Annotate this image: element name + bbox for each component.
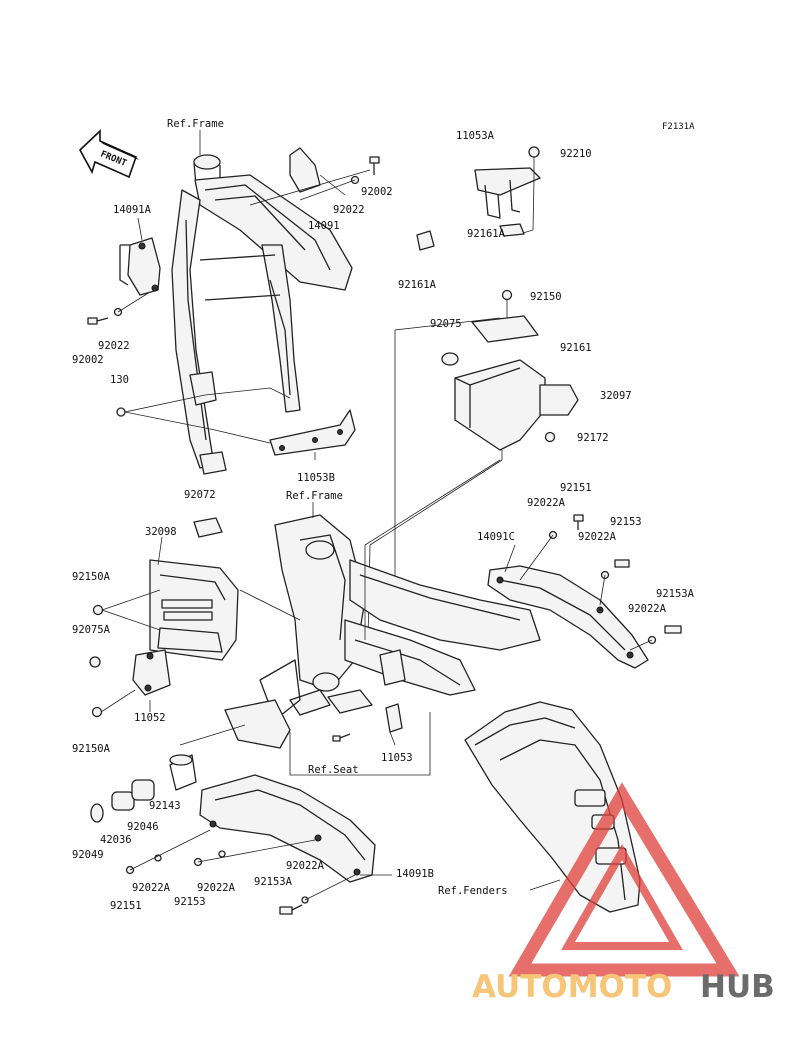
watermark-brand-part2: HUB xyxy=(700,969,775,1005)
label-92153: 92153 xyxy=(610,516,642,528)
bolt-92150a-bottom-icon xyxy=(91,706,103,718)
label-32097: 32097 xyxy=(600,390,632,402)
bolt-92153-right-icon xyxy=(614,559,630,568)
bolt-92151-top-icon xyxy=(573,514,584,530)
label-14091: 14091 xyxy=(308,220,340,232)
label-92153a-lower: 92153A xyxy=(254,876,293,888)
label-92022a-4: 92022A xyxy=(286,860,325,872)
label-92153-bottom: 92153 xyxy=(174,896,206,908)
fender-strut-14091c-drawing xyxy=(487,514,682,669)
label-92002-top: 92002 xyxy=(361,186,393,198)
label-92075: 92075 xyxy=(430,318,462,330)
bolt-92153a-right-icon xyxy=(664,625,682,634)
label-92150a-bottom: 92150A xyxy=(72,743,111,755)
grommet-92075a-icon xyxy=(89,656,101,668)
label-92022a-1: 92022A xyxy=(527,497,566,509)
label-92022a-5: 92022A xyxy=(132,882,171,894)
label-11052: 11052 xyxy=(134,712,166,724)
label-92150a-top: 92150A xyxy=(72,571,111,583)
label-11053a: 11053A xyxy=(456,130,495,142)
battery-case-32097-drawing xyxy=(367,289,579,641)
frame-upper-drawing xyxy=(87,130,380,475)
label-11053b: 11053B xyxy=(297,472,335,484)
label-92022-top: 92022 xyxy=(333,204,365,216)
bolt-92002-left-icon xyxy=(87,317,109,325)
label-92075a: 92075A xyxy=(72,624,111,636)
label-42036: 42036 xyxy=(100,834,132,846)
label-92153a-right: 92153A xyxy=(656,588,695,600)
label-92022-left: 92022 xyxy=(98,340,130,352)
bolt-92150a-top-icon xyxy=(92,604,104,616)
label-92002-left: 92002 xyxy=(72,354,104,366)
label-14091a: 14091A xyxy=(113,204,152,216)
bolt-ref-seat-icon xyxy=(332,733,351,742)
label-92143: 92143 xyxy=(149,800,181,812)
label-14091b: 14091B xyxy=(396,868,434,880)
label-92172: 92172 xyxy=(577,432,609,444)
nut-92210-icon xyxy=(528,146,540,158)
label-92022a-2: 92022A xyxy=(578,531,617,543)
watermark-logo: AUTOMOTO HUB xyxy=(472,782,775,1005)
label-ref-fenders: Ref.Fenders xyxy=(438,885,508,897)
label-ref-seat: Ref.Seat xyxy=(308,764,359,776)
label-92210: 92210 xyxy=(560,148,592,160)
front-arrow-icon: FRONT xyxy=(79,129,139,179)
label-92151-top: 92151 xyxy=(560,482,592,494)
fender-strut-14091b-drawing xyxy=(90,724,392,915)
side-cover-32098-drawing xyxy=(89,517,301,718)
watermark-brand-part1: AUTOMOTO xyxy=(472,969,672,1005)
frame-rear-drawing xyxy=(224,459,541,776)
label-ref-frame-mid: Ref.Frame xyxy=(286,490,343,502)
label-92049: 92049 xyxy=(72,849,104,861)
bolt-92002-top-icon xyxy=(369,156,380,175)
label-92161a-left: 92161A xyxy=(398,279,437,291)
diagram-code: F2131A xyxy=(662,122,695,132)
label-32098: 32098 xyxy=(145,526,177,538)
label-92161: 92161 xyxy=(560,342,592,354)
label-14091c: 14091C xyxy=(477,531,515,543)
label-92022a-6: 92022A xyxy=(197,882,236,894)
label-92046: 92046 xyxy=(127,821,159,833)
label-ref-frame-top: Ref.Frame xyxy=(167,118,224,130)
bracket-11053a-drawing xyxy=(416,146,541,251)
bolt-92153a-lower-icon xyxy=(279,904,303,915)
bolt-130-icon xyxy=(116,407,126,417)
label-11053: 11053 xyxy=(381,752,413,764)
label-130: 130 xyxy=(110,374,129,386)
label-92150: 92150 xyxy=(530,291,562,303)
label-92072: 92072 xyxy=(184,489,216,501)
label-92161a-right: 92161A xyxy=(467,228,506,240)
part-labels: Ref.Frame 11053A 92210 92002 92022 14091… xyxy=(72,118,695,912)
label-92151-bottom: 92151 xyxy=(110,900,142,912)
label-92022a-3: 92022A xyxy=(628,603,667,615)
